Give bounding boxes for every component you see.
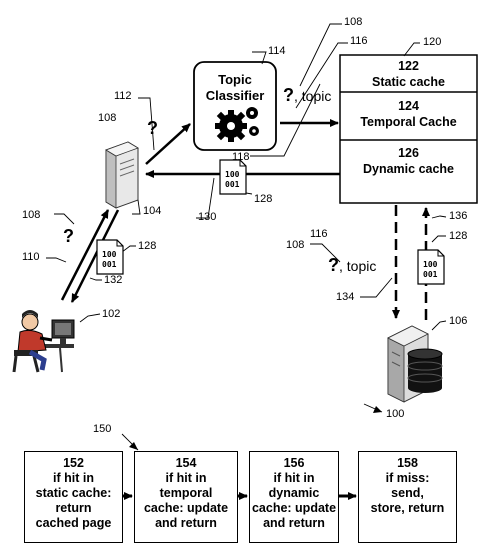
- flow-step-1-line3: return: [55, 501, 92, 515]
- flow-step-2-line1: if hit in: [165, 471, 207, 485]
- static-cache-section: 122 Static cache: [340, 58, 477, 90]
- flow-step-3-line1: if hit in: [273, 471, 315, 485]
- flow-step-3-line2: dynamic: [268, 486, 320, 500]
- flow-step-1: 152 if hit in static cache: return cache…: [24, 451, 123, 543]
- document-left-text: 100 001: [97, 240, 123, 272]
- query-symbol-left-lower: ?: [63, 226, 74, 246]
- query-topic-mid: ?, topic: [328, 255, 376, 276]
- flow-step-4-line1: if miss:: [385, 471, 430, 485]
- frontend-server-ref: 104: [143, 205, 162, 217]
- document-right-text: 100 001: [418, 250, 444, 282]
- arrow-110-ref: 110: [22, 251, 40, 263]
- query-left-lower-ref: 108: [22, 209, 41, 221]
- topic-top-ref: 116: [350, 35, 368, 47]
- topic-classifier-label: Topic Classifier: [194, 72, 276, 104]
- doc-right-ref: 128: [449, 230, 468, 242]
- arrow-132-ref: 132: [104, 274, 123, 286]
- gear-icon: [215, 107, 259, 142]
- arrow-server-to-classifier: [145, 123, 191, 165]
- temporal-cache-ref: 124: [398, 99, 419, 113]
- doc-mid-line1: 100: [225, 170, 240, 179]
- arrow-server-to-user: [70, 209, 120, 303]
- doc-right-line2: 001: [423, 270, 438, 279]
- topic-classifier-line2: Classifier: [205, 88, 265, 103]
- flow-step-4-line2: send,: [391, 486, 424, 500]
- doc-left-ref: 128: [138, 240, 157, 252]
- topic-label-mid: , topic: [339, 258, 377, 274]
- flow-step-3-line4: and return: [263, 516, 325, 530]
- flow-step-2: 154 if hit in temporal cache: update and…: [134, 451, 238, 543]
- query-symbol-left-upper: ?: [147, 118, 158, 138]
- figure-ref: 100: [386, 408, 405, 420]
- backend-server-icon: [387, 325, 443, 403]
- doc-mid-ref: 128: [254, 193, 273, 205]
- temporal-cache-section: 124 Temporal Cache: [340, 98, 477, 130]
- flow-step-3: 156 if hit in dynamic cache: update and …: [249, 451, 339, 543]
- doc-mid-line2: 001: [225, 180, 240, 189]
- query-top-ref: 108: [344, 16, 363, 28]
- flow-step-2-line2: temporal: [159, 486, 213, 500]
- dynamic-cache-ref: 126: [398, 146, 419, 160]
- flow-step-4: 158 if miss: send, store, return: [358, 451, 457, 543]
- arrow-136-ref: 136: [449, 210, 468, 222]
- query-left-upper-ref: 108: [98, 112, 117, 124]
- flow-step-2-line4: and return: [155, 516, 217, 530]
- frontend-server-icon: [105, 141, 139, 209]
- query-symbol-top: ?: [283, 85, 294, 105]
- dynamic-cache-label: Dynamic cache: [362, 162, 455, 176]
- flow-step-4-ref: 158: [397, 456, 418, 470]
- arrow-user-to-server: [60, 209, 110, 301]
- topic-label-top: , topic: [294, 88, 332, 104]
- flow-ref: 150: [93, 423, 112, 435]
- temporal-cache-label: Temporal Cache: [360, 115, 457, 129]
- query-topic-top: ?, topic: [283, 85, 331, 106]
- cache-stack-box: [339, 54, 478, 204]
- cache-stack-ref: 120: [423, 36, 442, 48]
- flow-step-4-line3: store, return: [370, 501, 445, 515]
- user-at-computer-icon: [12, 310, 75, 373]
- static-cache-label: Static cache: [372, 75, 445, 89]
- flow-step-2-line3: cache: update: [143, 501, 229, 515]
- arrow-130-ref: 130: [198, 211, 217, 223]
- flow-step-2-ref: 154: [175, 456, 197, 470]
- user-ref: 102: [102, 308, 121, 320]
- arrow-134-ref: 134: [336, 291, 355, 303]
- document-mid-text: 100 001: [220, 160, 246, 192]
- topic-classifier-ref: 114: [268, 45, 286, 57]
- doc-left-line2: 001: [102, 260, 117, 269]
- flow-step-1-line4: cached page: [35, 516, 112, 530]
- dynamic-cache-section: 126 Dynamic cache: [340, 145, 477, 177]
- topic-classifier-line1: Topic: [218, 72, 252, 87]
- arrow-112-ref: 112: [114, 90, 132, 102]
- static-cache-ref: 122: [398, 59, 419, 73]
- flow-step-1-line2: static cache:: [35, 486, 112, 500]
- doc-right-line1: 100: [423, 260, 438, 269]
- flow-step-3-line3: cache: update: [251, 501, 337, 515]
- flow-step-1-line1: if hit in: [53, 471, 94, 485]
- flow-step-3-ref: 156: [283, 456, 305, 470]
- topic-mid-ref: 116: [310, 228, 328, 240]
- flow-step-1-ref: 152: [63, 456, 84, 470]
- doc-left-line1: 100: [102, 250, 117, 259]
- query-symbol-mid: ?: [328, 255, 339, 275]
- leader-lines: [46, 23, 447, 451]
- query-mid-ref: 108: [286, 239, 305, 251]
- backend-server-ref: 106: [449, 315, 468, 327]
- cache-stack: 122 Static cache 124 Temporal Cache 126 …: [340, 55, 477, 203]
